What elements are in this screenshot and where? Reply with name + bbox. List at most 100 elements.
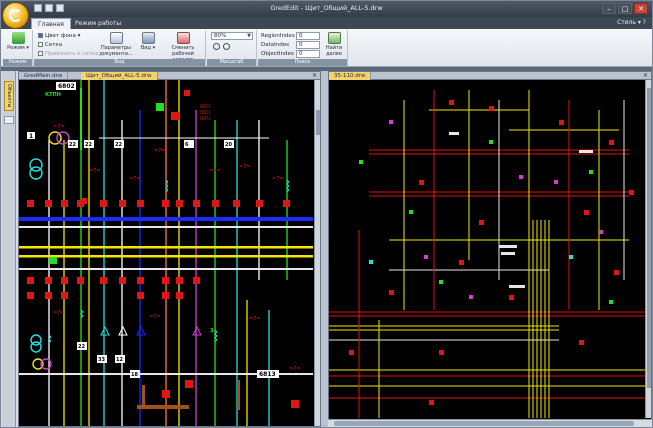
qat-dropdown-icon[interactable] bbox=[56, 4, 64, 12]
svg-text:ПЗ: ПЗ bbox=[200, 110, 206, 115]
view-button-label: Вид bbox=[140, 45, 152, 51]
view-group-label: Вид bbox=[34, 59, 205, 66]
style-menu[interactable]: Стиль ▾ ? bbox=[617, 19, 646, 26]
application-menu-button[interactable] bbox=[2, 2, 29, 29]
pane-splitter[interactable] bbox=[321, 71, 328, 427]
doc-tab-gredmain[interactable]: GredMain.drw bbox=[19, 72, 69, 80]
snap-to-grid-label: Привязать к сетке bbox=[45, 51, 99, 57]
left-vertical-scrollbar[interactable] bbox=[314, 80, 320, 426]
close-icon[interactable]: × bbox=[311, 72, 317, 79]
svg-text:=7=: =7= bbox=[53, 124, 65, 130]
quick-access-toolbar bbox=[34, 4, 74, 14]
zoom-value: 80% bbox=[214, 33, 227, 39]
background-color-button[interactable]: Цвет фона ▾ bbox=[38, 32, 80, 40]
find-next-button[interactable]: Найти далее bbox=[322, 32, 346, 57]
title-bar: GredEdit - Щит_Общий_ALL-5.drw –□✕ bbox=[1, 1, 652, 17]
ribbon-tab-strip: Главная Режим работы Стиль ▾ ? bbox=[1, 17, 652, 29]
cell-label-5: 20 bbox=[225, 142, 232, 148]
chevron-down-icon: ▼ bbox=[247, 33, 251, 39]
grid-checkbox[interactable]: Сетка bbox=[38, 41, 62, 49]
cell-label-2: 22 bbox=[85, 142, 92, 148]
lower-number-label: 6813 bbox=[259, 371, 276, 378]
search-group-label: Поиск bbox=[258, 59, 347, 66]
right-scroll-thumb[interactable] bbox=[647, 88, 651, 388]
side-panel: Объекты bbox=[2, 71, 16, 427]
undo-icon[interactable] bbox=[45, 4, 53, 12]
left-document-pane: GredMain.drw Щит_Общий_ALL-5.drw × bbox=[18, 71, 321, 427]
code-b-label: 3 bbox=[210, 328, 214, 334]
svg-text:ПЗ: ПЗ bbox=[205, 110, 211, 115]
cell-label-8: 12 bbox=[116, 357, 123, 363]
mode-group: Режим ▾ Режим bbox=[3, 30, 33, 66]
view-group: Цвет фона ▾ Сетка Привязать к сетке Пара… bbox=[34, 30, 206, 66]
right-document-pane: 35-110.drw × bbox=[328, 71, 652, 427]
left-document-tabs: GredMain.drw Щит_Общий_ALL-5.drw × bbox=[19, 72, 320, 80]
palette-icon bbox=[38, 33, 43, 38]
cell-label-1: 22 bbox=[69, 142, 76, 148]
zoom-in-icon[interactable] bbox=[213, 43, 220, 50]
window-controls: –□✕ bbox=[600, 3, 648, 14]
maximize-button[interactable]: □ bbox=[618, 3, 632, 14]
zoom-combo[interactable]: 80% ▼ bbox=[211, 32, 253, 40]
binoculars-icon bbox=[327, 32, 341, 44]
data-index-input[interactable]: 0 bbox=[296, 41, 320, 49]
svg-text:=7=: =7= bbox=[149, 314, 161, 320]
ribbon: Режим ▾ Режим Цвет фона ▾ Сетка Привязат… bbox=[1, 29, 652, 67]
tab-work-mode[interactable]: Режим работы bbox=[75, 20, 122, 27]
view-button[interactable]: Вид ▾ bbox=[138, 32, 158, 51]
cell-label-9: 18 bbox=[131, 372, 138, 378]
svg-text:=7=: =7= bbox=[154, 148, 166, 154]
right-horizontal-scrollbar[interactable] bbox=[328, 419, 652, 427]
cell-label-6: 22 bbox=[78, 344, 85, 350]
ktpn-label: КТПН bbox=[45, 92, 61, 98]
close-icon[interactable]: × bbox=[642, 72, 648, 79]
save-icon[interactable] bbox=[34, 4, 42, 12]
tab-home[interactable]: Главная bbox=[31, 18, 71, 29]
object-index-label: ObjectIndex bbox=[261, 51, 295, 57]
svg-text:ПЗ: ПЗ bbox=[200, 116, 206, 121]
snap-icon bbox=[38, 51, 43, 56]
background-color-label: Цвет фона bbox=[45, 33, 76, 39]
schematic-canvas-right[interactable] bbox=[329, 80, 645, 418]
search-group: RegionIndex 0 DataIndex 0 ObjectIndex 0 … bbox=[258, 30, 348, 66]
svg-text:ПЗ: ПЗ bbox=[205, 116, 211, 121]
app-logo-icon bbox=[9, 9, 22, 22]
ribbon-separator bbox=[1, 67, 652, 71]
document-params-label: Параметры документа... bbox=[99, 45, 133, 57]
grid-label: Сетка bbox=[45, 42, 63, 48]
close-button[interactable]: ✕ bbox=[634, 3, 648, 14]
snap-to-grid-checkbox[interactable]: Привязать к сетке bbox=[38, 50, 99, 58]
mode-button[interactable]: Режим ▾ bbox=[5, 32, 31, 51]
doc-tab-35-110[interactable]: 35-110.drw bbox=[329, 72, 372, 80]
document-settings-icon bbox=[109, 32, 123, 44]
grid-icon bbox=[38, 42, 43, 47]
svg-text:=7=: =7= bbox=[209, 168, 221, 174]
svg-text:=7=: =7= bbox=[89, 168, 101, 174]
top-number-label: 6802 bbox=[58, 83, 75, 90]
region-index-input[interactable]: 0 bbox=[296, 32, 320, 40]
view-icon bbox=[141, 32, 155, 44]
right-hscroll-thumb[interactable] bbox=[334, 421, 634, 426]
svg-text:=7=: =7= bbox=[129, 176, 141, 182]
zoom-group: 80%▼ Масштаб bbox=[207, 30, 257, 66]
cell-label-4: 6 bbox=[185, 142, 189, 148]
schematic-canvas-left[interactable]: =7==7==7= =7==7==7= =7==7==7= =7==7= ПЗП… bbox=[19, 80, 313, 426]
left-scroll-thumb[interactable] bbox=[316, 110, 320, 135]
catalog-icon bbox=[176, 32, 190, 44]
doc-tab-shchit-obshchiy[interactable]: Щит_Общий_ALL-5.drw bbox=[81, 72, 158, 80]
right-vertical-scrollbar[interactable] bbox=[645, 80, 651, 418]
zoom-out-icon[interactable] bbox=[223, 43, 230, 50]
side-tab-extra[interactable] bbox=[4, 116, 14, 124]
minimize-button[interactable]: – bbox=[602, 3, 616, 14]
document-params-button[interactable]: Параметры документа... bbox=[98, 32, 134, 57]
cell-label-7: 33 bbox=[98, 357, 105, 363]
mode-icon bbox=[11, 32, 25, 44]
svg-text:ПЗ: ПЗ bbox=[200, 104, 206, 109]
object-index-input[interactable]: 0 bbox=[296, 50, 320, 58]
svg-text:=7=: =7= bbox=[272, 176, 284, 182]
side-tab-objects[interactable]: Объекты bbox=[4, 81, 14, 111]
svg-text:=7=: =7= bbox=[53, 310, 65, 316]
find-next-label: Найти далее bbox=[325, 45, 343, 57]
cell-label-3: 22 bbox=[115, 142, 122, 148]
